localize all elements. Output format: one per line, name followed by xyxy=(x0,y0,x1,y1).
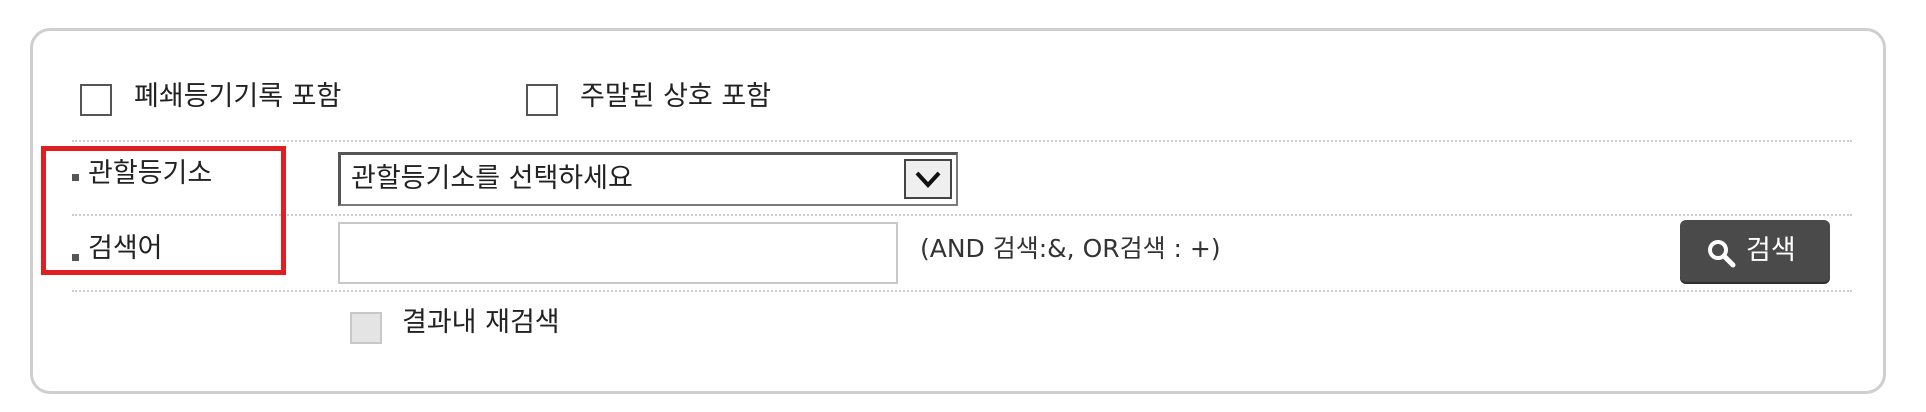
refine-search-checkbox[interactable] xyxy=(350,312,382,344)
divider xyxy=(72,290,1852,292)
keyword-hint: (AND 검색:&, OR검색 : +) xyxy=(920,234,1221,263)
search-button[interactable]: 검색 xyxy=(1680,220,1830,282)
divider xyxy=(72,140,1852,142)
include-relocated-label: 주말된 상호 포함 xyxy=(580,81,772,112)
registry-select-value: 관할등기소를 선택하세요 xyxy=(351,163,633,194)
include-closed-checkbox[interactable] xyxy=(80,84,112,116)
search-button-label: 검색 xyxy=(1746,235,1796,265)
search-icon xyxy=(1708,240,1736,268)
keyword-label: 검색어 xyxy=(88,233,163,264)
divider xyxy=(72,214,1852,216)
refine-search-label: 결과내 재검색 xyxy=(402,307,560,338)
include-relocated-checkbox[interactable] xyxy=(526,84,558,116)
bullet-icon xyxy=(72,174,79,181)
dropdown-button[interactable] xyxy=(904,159,952,199)
keyword-input[interactable] xyxy=(338,222,898,284)
include-closed-label: 폐쇄등기기록 포함 xyxy=(134,81,342,112)
chevron-down-icon xyxy=(915,171,941,188)
search-panel xyxy=(30,28,1886,394)
bullet-icon xyxy=(72,254,79,261)
registry-select[interactable]: 관할등기소를 선택하세요 xyxy=(338,152,958,206)
highlight-box xyxy=(41,146,286,275)
registry-label: 관할등기소 xyxy=(88,158,213,189)
